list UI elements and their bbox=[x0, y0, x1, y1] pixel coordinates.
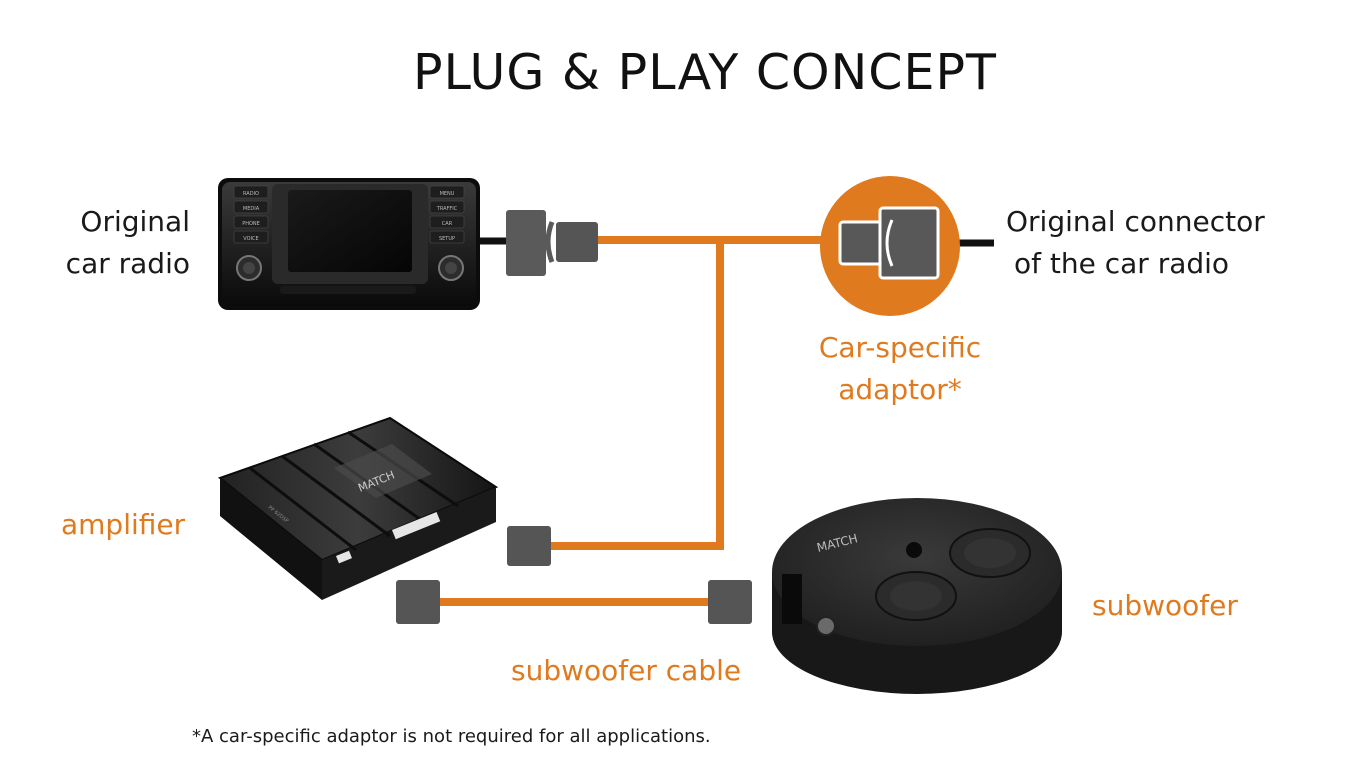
radio-left-buttons: RADIO MEDIA PHONE VOICE bbox=[233, 185, 269, 244]
amplifier-label: amplifier bbox=[61, 508, 186, 541]
adaptor-label: Car-specific adaptor* bbox=[790, 327, 1010, 411]
amplifier-image: MATCH PP 62DSP bbox=[217, 416, 499, 600]
footnote: *A car-specific adaptor is not required … bbox=[192, 726, 711, 747]
radio-right-buttons: MENU TRAFFIC CAR SETUP bbox=[429, 185, 465, 244]
subwoofer-cable-plug-right bbox=[708, 580, 752, 624]
volume-knob-icon bbox=[236, 255, 262, 281]
car-specific-adaptor-icon bbox=[820, 176, 960, 316]
adaptor-label-line1: Car-specific bbox=[818, 331, 982, 364]
adaptor-label-line2: adaptor* bbox=[838, 373, 962, 406]
amplifier-plug bbox=[507, 526, 551, 566]
car-radio-label: Original car radio bbox=[28, 201, 190, 285]
subwoofer-label: subwoofer bbox=[1092, 589, 1238, 622]
amplifier-port bbox=[336, 550, 352, 564]
orange-cable-harness bbox=[550, 236, 842, 550]
radio-button-label: VOICE bbox=[243, 236, 258, 242]
subwoofer-image: MATCH bbox=[772, 498, 1062, 694]
original-connector-label: Original connector of the car radio bbox=[1006, 201, 1306, 285]
subwoofer-cable-plug-left bbox=[396, 580, 440, 624]
radio-button-label: MENU bbox=[440, 191, 455, 197]
original-connector-label-line1: Original connector bbox=[1006, 205, 1265, 238]
original-connector-label-line2: of the car radio bbox=[1014, 247, 1230, 280]
subwoofer-cable-label: subwoofer cable bbox=[511, 654, 742, 687]
radio-button-label: TRAFFIC bbox=[436, 206, 458, 212]
car-radio-label-line2: car radio bbox=[65, 247, 190, 280]
car-radio-label-line1: Original bbox=[80, 205, 190, 238]
radio-button-label: RADIO bbox=[243, 191, 259, 197]
radio-button-label: SETUP bbox=[439, 236, 455, 242]
tune-knob-icon bbox=[438, 255, 464, 281]
car-radio-image: RADIO MEDIA PHONE VOICE MENU TRAFFIC CAR… bbox=[218, 178, 480, 310]
amplifier-port bbox=[392, 512, 441, 540]
radio-button-label: CAR bbox=[442, 221, 453, 227]
radio-plug-connector bbox=[506, 210, 598, 276]
page-title: PLUG & PLAY CONCEPT bbox=[413, 44, 997, 101]
radio-button-label: MEDIA bbox=[243, 206, 260, 212]
radio-button-label: PHONE bbox=[242, 221, 260, 227]
